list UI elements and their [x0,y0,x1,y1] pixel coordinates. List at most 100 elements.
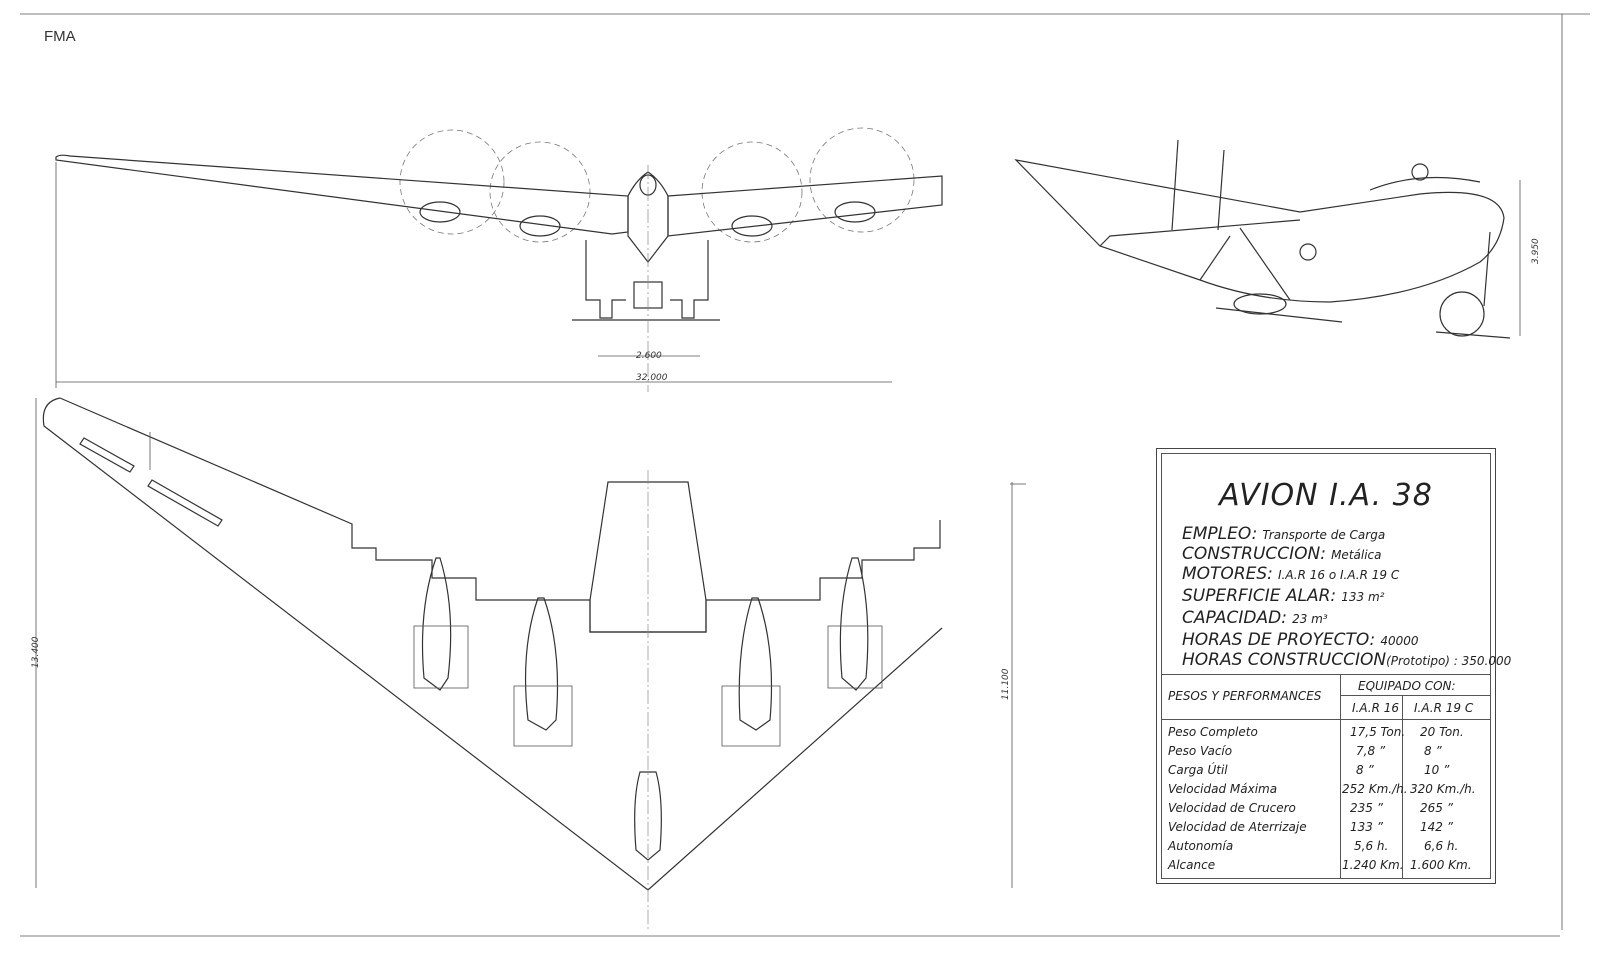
spec-key: CAPACIDAD: [1182,608,1287,628]
spec-key: HORAS CONSTRUCCION [1182,650,1387,670]
title-block-inner: AVION I.A. 38 EMPLEO: Transporte de Carg… [1161,453,1511,879]
row-value-a: 133 ” [1350,820,1383,834]
side-fin [1217,149,1225,231]
row-value-a: 1.240 Km. [1342,858,1404,872]
spec-row: CAPACIDAD: 23 m³ [1182,608,1328,628]
prop-disc [701,141,803,243]
prop-disc [399,129,505,235]
corner-label: FMA [44,28,76,45]
side-fuselage [1014,159,1505,303]
table-divider [1340,695,1490,696]
spec-row: CONSTRUCCION: Metálica [1182,544,1382,564]
spec-row: SUPERFICIE ALAR: 133 m² [1182,586,1384,606]
side-canopy [1369,176,1481,191]
row-value-b: 265 ” [1420,801,1453,815]
side-view: 3.950 [1014,139,1541,339]
row-value-a: 17,5 Ton. [1350,725,1406,739]
aircraft-title: AVION I.A. 38 [1219,478,1433,513]
row-label: Velocidad de Crucero [1168,801,1296,815]
engine-nacelle [519,215,561,237]
plan-engine-frame [513,685,573,747]
col-header-1: I.A.R 16 [1352,701,1400,715]
plan-center-section [589,481,707,633]
row-value-a: 252 Km./h. [1342,782,1408,796]
table-row: Velocidad Máxima 252 Km./h.320 Km./h. [1162,780,1490,799]
row-label: Carga Útil [1168,763,1228,777]
row-value-a: 7,8 ” [1356,744,1386,758]
spec-value: 40000 [1380,634,1419,648]
row-value-a: 235 ” [1350,801,1383,815]
chord-dim: 11.100 [1001,668,1011,700]
spec-row: EMPLEO: Transporte de Carga [1182,524,1385,544]
row-value-b: 1.600 Km. [1410,858,1472,872]
table-divider [1162,719,1490,720]
spec-row: MOTORES: I.A.R 16 o I.A.R 19 C [1182,564,1399,584]
row-value-b: 320 Km./h. [1410,782,1476,796]
plan-trailing-edge [59,397,941,633]
spec-key: MOTORES: [1182,564,1273,584]
equip-header: EQUIPADO CON: [1358,679,1456,693]
side-ground-line-2 [1435,331,1511,339]
side-ground-line [1215,307,1343,323]
row-label: Alcance [1168,858,1216,872]
plan-engine-frame [721,685,781,747]
engine-nacelle [834,201,876,223]
perf-header: PESOS Y PERFORMANCES [1168,689,1322,703]
table-divider [1340,675,1341,878]
row-value-b: 20 Ton. [1420,725,1464,739]
plan-view: 13.400 11.100 [31,397,1026,930]
front-left-wing [55,154,629,235]
side-engine [1233,293,1287,315]
side-window [1299,243,1317,261]
spec-key: CONSTRUCCION: [1182,544,1326,564]
spec-key: SUPERFICIE ALAR: [1182,586,1337,606]
spec-key: HORAS DE PROYECTO: [1182,630,1376,650]
plan-engine [839,557,869,691]
row-value-b: 142 ” [1420,820,1453,834]
side-nose-wheel [1439,291,1485,337]
side-nose-strut [1483,231,1491,307]
front-view: 2.600 32.000 [55,127,943,392]
height-dim: 3.950 [1531,238,1541,264]
track-dim: 2.600 [636,351,662,361]
table-row: Peso Vacío 7,8 ” 8 ” [1162,742,1490,761]
prop-disc [489,141,591,243]
plan-leading-edge [42,397,943,891]
table-divider [1402,695,1403,878]
row-label: Velocidad Máxima [1168,782,1278,796]
prop-disc [809,127,915,233]
row-label: Velocidad de Aterrizaje [1168,820,1307,834]
spec-value: (Prototipo) : 350.000 [1386,654,1512,668]
row-label: Peso Vacío [1168,744,1233,758]
plan-cockpit [634,771,662,861]
row-value-b: 8 ” [1424,744,1442,758]
plan-engine-frame [413,625,469,689]
side-fin [1171,139,1179,231]
row-label: Autonomía [1168,839,1234,853]
right-main-gear [670,240,709,319]
performance-table: PESOS Y PERFORMANCES EQUIPADO CON: I.A.R… [1162,674,1490,878]
left-main-gear [585,240,626,319]
spec-row: HORAS DE PROYECTO: 40000 [1182,630,1419,650]
spec-row: HORAS CONSTRUCCION(Prototipo) : 350.000 [1182,650,1511,670]
side-dome [1411,163,1429,181]
row-label: Peso Completo [1168,725,1258,739]
side-trailing-edge [1099,219,1301,247]
spec-value: Transporte de Carga [1262,528,1386,542]
engine-nacelle [419,201,461,223]
title-block: AVION I.A. 38 EMPLEO: Transporte de Carg… [1156,448,1511,884]
aileron [79,437,135,473]
plan-engine [524,597,559,731]
front-right-wing [667,175,943,237]
table-row: Velocidad de Crucero 235 ” 265 ” [1162,799,1490,818]
plan-engine [421,557,452,691]
front-center-body [627,171,669,263]
spec-value: Metálica [1331,548,1382,562]
plan-engine [738,597,773,731]
row-value-a: 5,6 h. [1354,839,1389,853]
row-value-b: 10 ” [1424,763,1450,777]
aileron [147,479,223,527]
